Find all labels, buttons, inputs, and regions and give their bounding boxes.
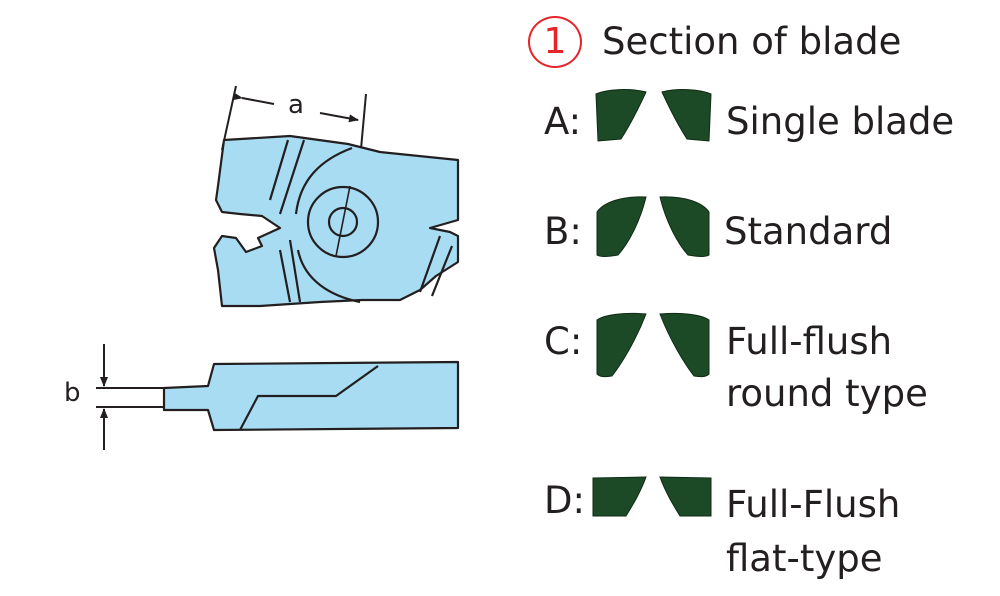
blade-type-b-letter: B:: [544, 210, 582, 253]
blade-section-a-icon: [595, 89, 712, 142]
section-number-badge: 1: [528, 16, 582, 68]
nipper-top-view: [212, 134, 460, 308]
nipper-side-view: [162, 360, 460, 432]
blade-type-b-label: Standard: [724, 207, 892, 257]
blade-type-a-label: Single blade: [726, 97, 954, 147]
blade-type-d-letter: D:: [544, 479, 585, 522]
blade-type-c-line-1: Full-flush: [726, 320, 893, 363]
dimension-a-label: a: [288, 90, 304, 120]
blade-type-a-line-1: Single blade: [726, 100, 955, 143]
blade-type-d-line-1: Full-Flush: [726, 483, 901, 526]
blade-type-d-label: Full-Flush flat-type: [726, 478, 900, 586]
blade-type-b-line-1: Standard: [724, 210, 893, 253]
blade-section-d-icon: [592, 476, 712, 517]
section-title: Section of blade: [602, 20, 902, 63]
blade-type-c-label: Full-flush round type: [726, 316, 928, 420]
blade-type-c-letter: C:: [544, 320, 583, 363]
blade-section-b-icon: [596, 196, 710, 257]
blade-section-c-icon: [596, 312, 710, 378]
nipper-diagram: [96, 85, 460, 450]
dimension-b: [96, 344, 165, 450]
blade-type-c-line-2: round type: [726, 372, 928, 415]
dimension-b-label: b: [64, 378, 81, 408]
blade-type-d-line-2: flat-type: [726, 537, 883, 580]
blade-type-a-letter: A:: [544, 100, 582, 143]
